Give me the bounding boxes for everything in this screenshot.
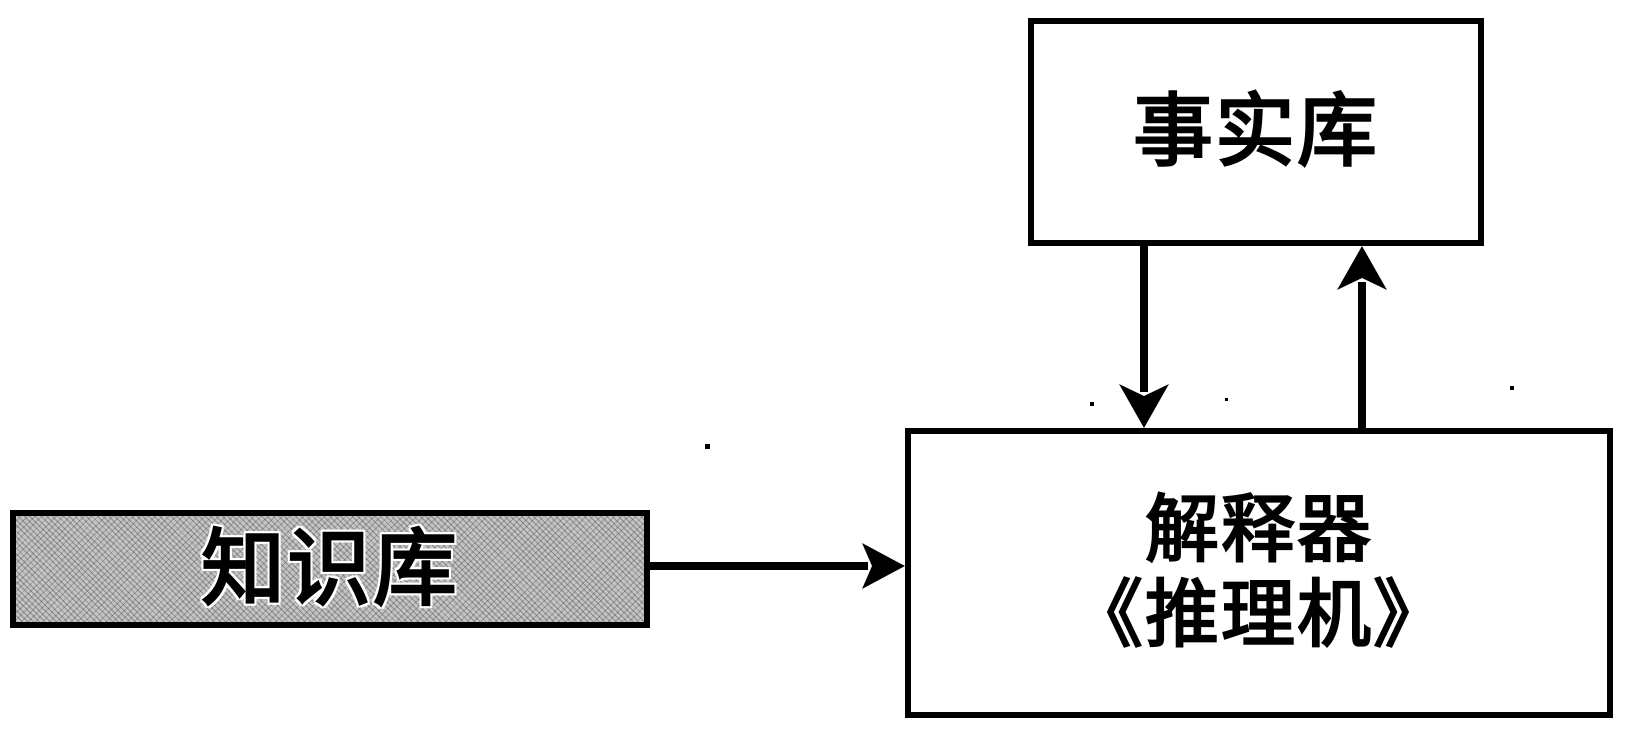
knowledge-base-box: 知识库 — [10, 510, 650, 628]
fact-base-box: 事实库 — [1028, 18, 1484, 246]
knowledge-base-label: 知识库 — [200, 519, 459, 618]
scan-speck — [1090, 402, 1094, 406]
fact-base-label: 事实库 — [1133, 85, 1379, 178]
arrow-knowledge-to-interpreter — [650, 543, 905, 589]
inference-engine-label: 《推理机》 — [1069, 572, 1449, 658]
scan-speck — [1510, 386, 1514, 390]
interpreter-box: 解释器 《推理机》 — [905, 428, 1613, 718]
scan-speck — [1225, 398, 1228, 401]
arrow-fact-to-interpreter — [1119, 246, 1169, 428]
scan-speck — [705, 444, 710, 449]
interpreter-label: 解释器 — [1145, 486, 1373, 573]
arrow-interpreter-to-fact — [1337, 246, 1387, 428]
